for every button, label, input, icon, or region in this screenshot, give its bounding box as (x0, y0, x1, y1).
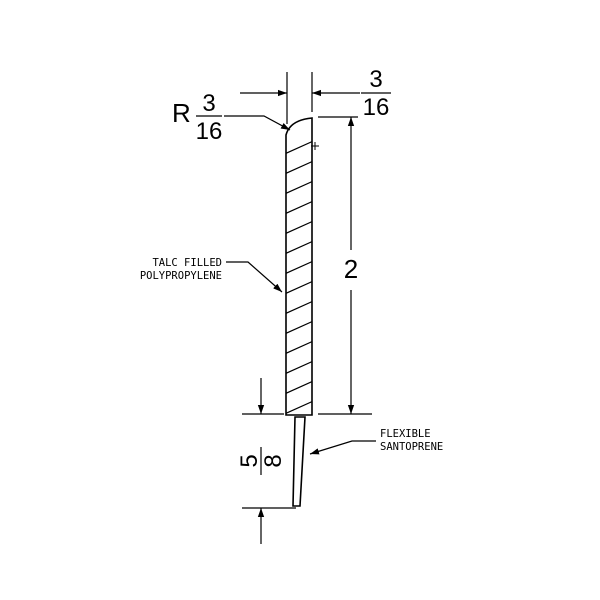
body-note-line1: TALC FILLED (152, 257, 222, 269)
tip-fraction: 5 8 (236, 447, 287, 475)
tip-note-leader (309, 440, 376, 455)
radius-numerator: 3 (202, 90, 215, 117)
height-dimension (318, 116, 372, 415)
tip-note-line1: FLEXIBLE (380, 428, 431, 440)
radius-leader (224, 115, 291, 131)
part-body (285, 117, 313, 416)
tip-note-line2: SANTOPRENE (380, 441, 443, 453)
body-note-line2: POLYPROPYLENE (140, 270, 222, 282)
thickness-dimension (240, 72, 360, 124)
body-note-leader (226, 261, 283, 293)
radius-denominator: 16 (196, 118, 223, 145)
flexible-tip (292, 416, 306, 507)
thickness-numerator: 3 (369, 66, 382, 93)
thickness-denominator: 16 (363, 94, 390, 121)
tip-denominator: 8 (260, 454, 287, 467)
radius-center-mark (311, 142, 319, 150)
radius-prefix: R (172, 98, 191, 128)
height-value: 2 (344, 254, 358, 284)
body-hatching (286, 137, 312, 415)
tip-numerator: 5 (236, 454, 263, 467)
body-outline (285, 117, 313, 416)
tip-dimension (242, 378, 296, 544)
